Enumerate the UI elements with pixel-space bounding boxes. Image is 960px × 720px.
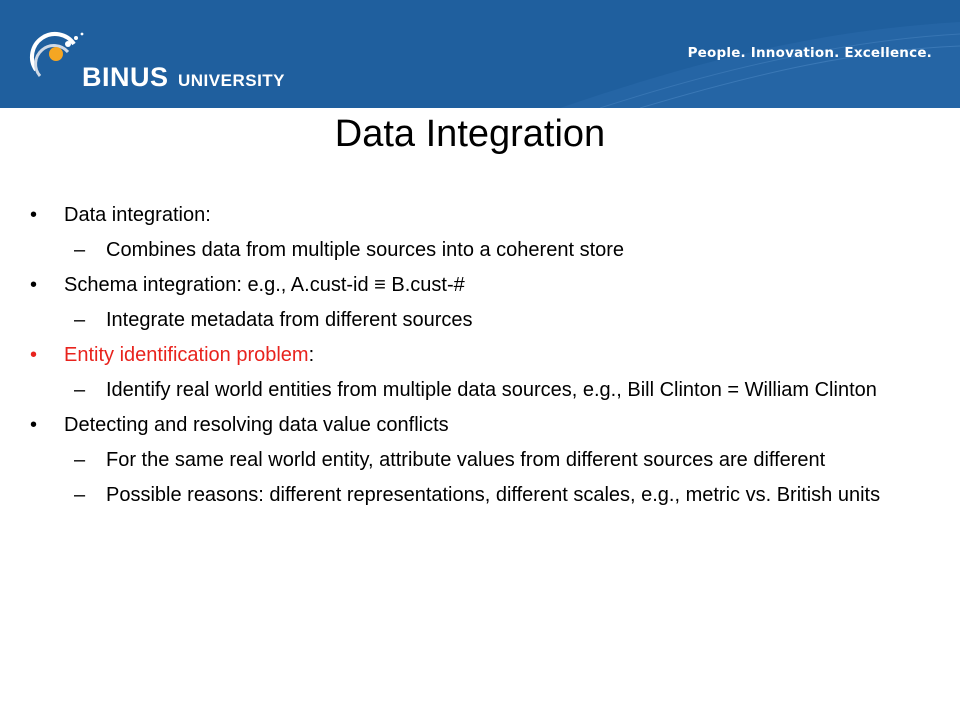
bullet-text: Schema integration: e.g., A.cust-id ≡ B.… (64, 274, 465, 296)
logo-wordmark: BINUS (82, 62, 169, 92)
bullet-item: • Data integration: (30, 203, 910, 228)
bullet-text: Detecting and resolving data value confl… (64, 414, 449, 436)
sub-bullet-item: – Identify real world entities from mult… (30, 378, 910, 403)
dash-glyph: – (74, 484, 86, 506)
bullet-glyph: • (30, 414, 38, 436)
slide-body: • Data integration: – Combines data from… (30, 203, 910, 518)
header-tagline: People. Innovation. Excellence. (687, 45, 932, 61)
sub-bullet-item: – Possible reasons: different representa… (30, 483, 910, 508)
sub-bullet-item: – Integrate metadata from different sour… (30, 308, 910, 333)
dash-glyph: – (74, 379, 86, 401)
bullet-text: Data integration: (64, 204, 211, 226)
dash-glyph: – (74, 239, 86, 261)
bullet-item: • Entity identification problem: (30, 343, 910, 368)
bullet-glyph: • (30, 344, 38, 366)
bullet-text-suffix: : (308, 344, 315, 366)
bullet-glyph: • (30, 204, 38, 226)
banner-wave-decoration (560, 22, 960, 108)
sub-bullet-item: – For the same real world entity, attrib… (30, 448, 910, 473)
slide-title: Data Integration (334, 113, 606, 155)
sub-bullet-text: Possible reasons: different representati… (106, 484, 881, 506)
sub-bullet-text: Combines data from multiple sources into… (106, 239, 625, 261)
logo-subtext: UNIVERSITY (178, 71, 286, 90)
sub-bullet-text: For the same real world entity, attribut… (106, 449, 826, 471)
sub-bullet-item: – Combines data from multiple sources in… (30, 238, 910, 263)
bullet-item: • Schema integration: e.g., A.cust-id ≡ … (30, 273, 910, 298)
sub-bullet-text: Integrate metadata from different source… (106, 309, 473, 331)
header-banner: BINUS UNIVERSITY People. Innovation. Exc… (0, 0, 960, 108)
dash-glyph: – (74, 449, 86, 471)
logo-globe-icon (30, 31, 84, 77)
dash-glyph: – (74, 309, 86, 331)
bullet-item: • Detecting and resolving data value con… (30, 413, 910, 438)
bullet-glyph: • (30, 274, 38, 296)
binus-logo: BINUS UNIVERSITY (28, 30, 308, 100)
sub-bullet-text: Identify real world entities from multip… (106, 379, 877, 401)
highlighted-bullet-text: Entity identification problem (64, 344, 309, 366)
